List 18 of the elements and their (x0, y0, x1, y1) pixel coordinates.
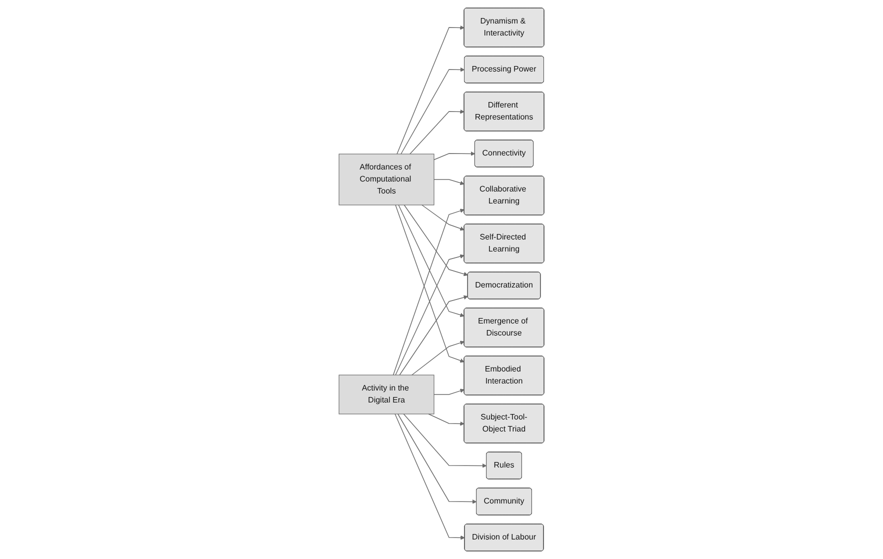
arrow (398, 204, 464, 318)
node-box: Affordances of Computational Tools (338, 154, 434, 206)
arrow (394, 414, 465, 540)
arrow (396, 25, 464, 154)
node-box: Activity in the Digital Era (338, 374, 434, 414)
arrow (399, 295, 468, 376)
arrow (403, 414, 487, 468)
arrow (398, 414, 477, 504)
arrow (412, 340, 464, 376)
arrow (410, 109, 464, 154)
arrow (400, 67, 465, 154)
arrow (428, 414, 464, 426)
arrow (422, 204, 464, 231)
arrow (434, 179, 464, 186)
arrow (434, 388, 464, 395)
arrow (395, 254, 464, 376)
arrow (404, 204, 468, 276)
arrow (434, 152, 476, 160)
